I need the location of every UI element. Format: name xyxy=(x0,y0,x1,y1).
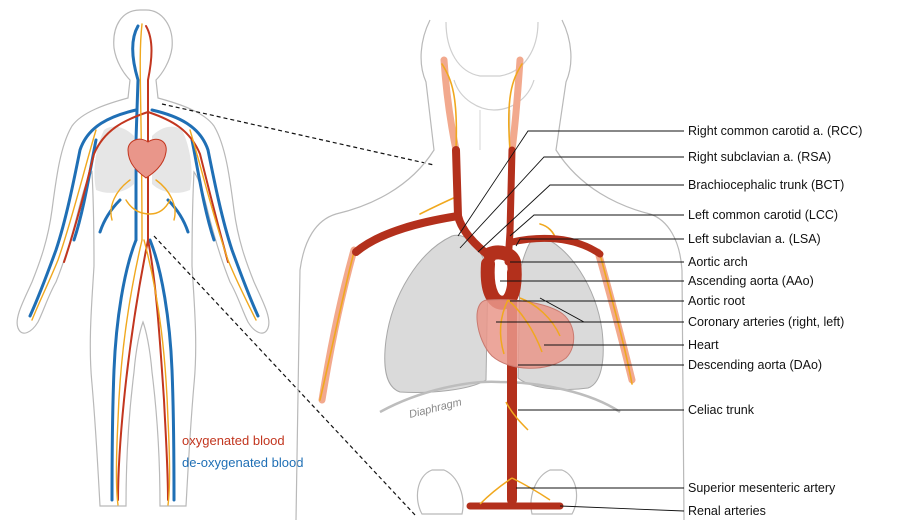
label-celiac: Celiac trunk xyxy=(688,403,755,417)
jaw-outline xyxy=(454,80,534,110)
skull-outline xyxy=(446,22,538,76)
leader-renal xyxy=(560,506,684,511)
right-kidney xyxy=(417,470,463,514)
body-outline xyxy=(17,10,269,506)
label-aao: Ascending aorta (AAo) xyxy=(688,274,814,288)
label-aortic-root: Aortic root xyxy=(688,294,745,308)
legend-oxygenated: oxygenated blood xyxy=(182,433,285,448)
leader-rcc xyxy=(458,131,684,236)
label-bct: Brachiocephalic trunk (BCT) xyxy=(688,178,844,192)
label-renal: Renal arteries xyxy=(688,504,766,518)
body-figure xyxy=(17,10,269,506)
label-lcc: Left common carotid (LCC) xyxy=(688,208,838,222)
label-coronary: Coronary arteries (right, left) xyxy=(688,315,844,329)
right-lung xyxy=(385,235,488,392)
label-rsa: Right subclavian a. (RSA) xyxy=(688,150,831,164)
label-heart: Heart xyxy=(688,338,719,352)
label-lsa: Left subclavian a. (LSA) xyxy=(688,232,821,246)
label-dao: Descending aorta (DAo) xyxy=(688,358,822,372)
diaphragm-label: Diaphragm xyxy=(408,396,463,421)
legend-deoxygenated: de-oxygenated blood xyxy=(182,455,303,470)
neck-line xyxy=(480,110,510,150)
zoomed-torso: Diaphragm xyxy=(296,20,684,520)
label-rcc: Right common carotid a. (RCC) xyxy=(688,124,862,138)
labels: Right common carotid a. (RCC) Right subc… xyxy=(688,124,862,518)
label-aortic-arch: Aortic arch xyxy=(688,255,748,269)
label-sma: Superior mesenteric artery xyxy=(688,481,836,495)
